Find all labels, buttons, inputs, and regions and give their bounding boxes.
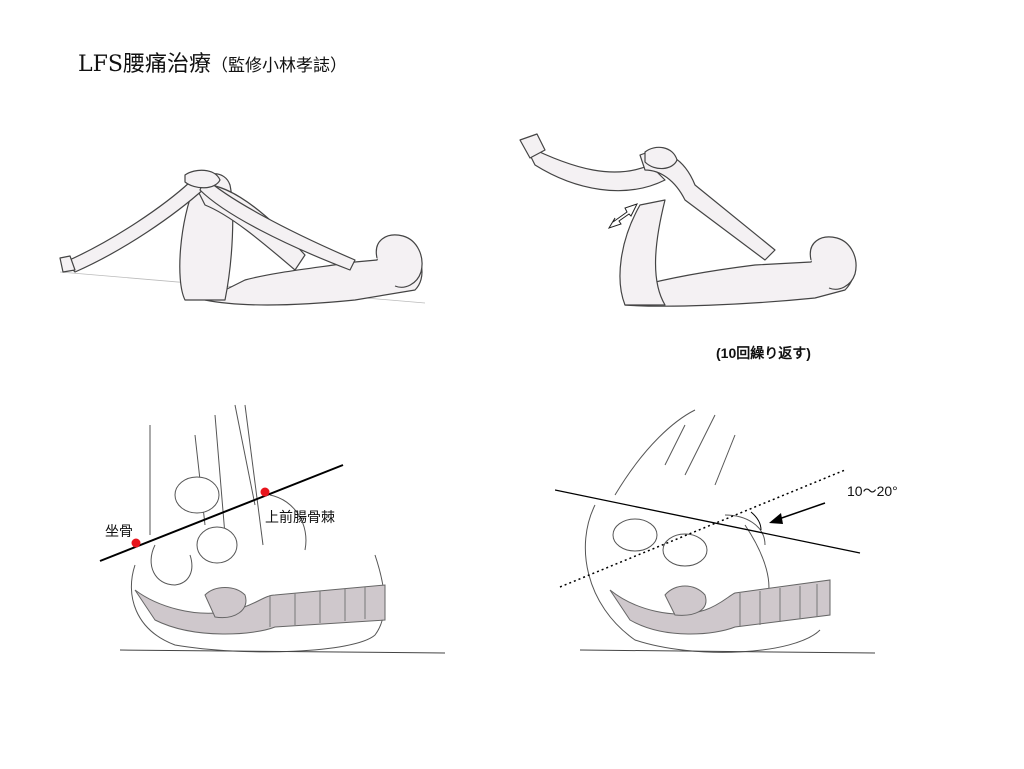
ischium-marker xyxy=(131,538,141,548)
subtitle-text: （監修小林孝誌） xyxy=(210,56,347,76)
title-text: LFS腰痛治療 xyxy=(78,52,211,77)
knee-hug-figure xyxy=(55,160,435,320)
angle-label: 10～20° xyxy=(847,483,898,499)
asis-marker xyxy=(260,487,270,497)
ischium-label: 坐骨 xyxy=(105,523,133,539)
asis-label: 上前腸骨棘 xyxy=(265,509,335,525)
knee-rock-figure xyxy=(515,130,875,330)
pelvis-diagram-left xyxy=(95,395,455,660)
document-title: LFS腰痛治療（監修小林孝誌） xyxy=(78,46,347,78)
repeat-caption: (10回繰り返す) xyxy=(716,345,811,361)
pelvis-diagram-right xyxy=(555,405,885,665)
